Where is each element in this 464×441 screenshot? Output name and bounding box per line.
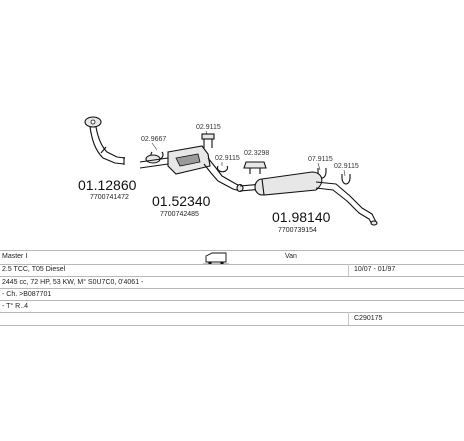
table-rule [0, 250, 464, 251]
body-type: Van [285, 253, 297, 260]
chassis-number: - Ch. >B087701 [2, 291, 52, 298]
engine-spec: 2445 cc, 72 HP, 53 KW, M° S0U7C0, 0'4061… [2, 279, 144, 286]
table-rule [0, 264, 464, 265]
clamp-label-6: 02.9115 [334, 163, 359, 170]
oe-number-3: 7700739154 [278, 227, 317, 234]
table-rule [0, 276, 464, 277]
part-number-3: 01.98140 [272, 209, 331, 225]
oe-number-2: 7700742485 [160, 211, 199, 218]
type-code: - T° R..4 [2, 303, 29, 310]
clamp-label-5: 07.9115 [308, 156, 333, 163]
rear-muffler-drawing [239, 171, 378, 226]
front-pipe-drawing [84, 116, 126, 165]
clamp-label-2: 02.9115 [196, 124, 221, 131]
center-muffler-drawing [139, 145, 244, 193]
table-rule [0, 325, 464, 326]
engine-description: 2.5 TCC, T05 Diesel [2, 266, 66, 273]
vehicle-model: Master I [2, 253, 28, 260]
clamp-label-1: 02.9667 [141, 136, 166, 143]
oe-number-1: 7700741472 [90, 194, 129, 201]
table-divider [348, 264, 349, 276]
clamp-label-3: 02.9115 [215, 155, 240, 162]
part-number-1: 01.12860 [78, 177, 137, 193]
clamp-label-4: 02.3298 [244, 150, 269, 157]
clamp-drawings [145, 133, 351, 185]
production-years: 10/07 - 01/97 [354, 266, 396, 273]
table-rule [0, 288, 464, 289]
table-rule [0, 300, 464, 301]
part-number-2: 01.52340 [152, 193, 211, 209]
van-icon [203, 252, 229, 265]
catalog-code: C290175 [354, 315, 383, 322]
table-rule [0, 312, 464, 313]
table-divider [348, 312, 349, 325]
